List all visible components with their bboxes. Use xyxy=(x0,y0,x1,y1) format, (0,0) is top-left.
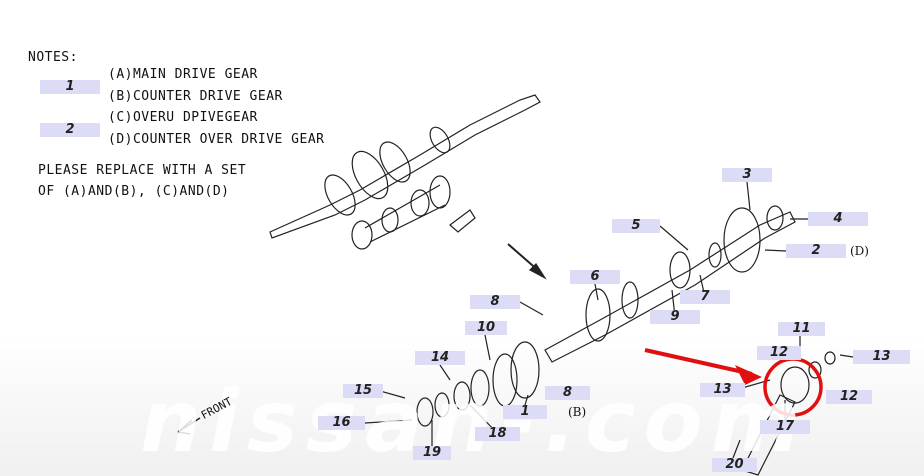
callout-17[interactable]: 17 xyxy=(760,420,810,434)
note-1b: (B)COUNTER DRIVE GEAR xyxy=(108,89,283,104)
watermark: nissan-.com xyxy=(140,372,809,472)
note-label-1: 1 xyxy=(40,80,100,94)
note-1a: (A)MAIN DRIVE GEAR xyxy=(108,67,258,82)
callout-13[interactable]: 13 xyxy=(853,350,910,364)
callout-7[interactable]: 7 xyxy=(680,290,730,304)
callout-2-suffix: (D) xyxy=(850,244,869,258)
callout-16[interactable]: 16 xyxy=(318,416,365,430)
callout-9[interactable]: 9 xyxy=(650,310,700,324)
callout-14[interactable]: 14 xyxy=(415,351,465,365)
main-shaft xyxy=(269,94,541,239)
notes-heading: NOTES: xyxy=(28,50,78,65)
callout-6[interactable]: 6 xyxy=(570,270,620,284)
callout-13-left[interactable]: 13 xyxy=(700,383,745,397)
callout-12[interactable]: 12 xyxy=(757,346,801,360)
callout-3[interactable]: 3 xyxy=(722,168,772,182)
note-instruction-1: PLEASE REPLACE WITH A SET xyxy=(38,163,247,178)
note-instruction-2: OF (A)AND(B), (C)AND(D) xyxy=(38,184,230,199)
callout-18[interactable]: 18 xyxy=(475,427,520,441)
callout-19[interactable]: 19 xyxy=(413,446,451,460)
callout-10[interactable]: 10 xyxy=(465,321,507,335)
counter-shaft xyxy=(544,211,796,363)
note-label-2: 2 xyxy=(40,123,100,137)
note-2d: (D)COUNTER OVER DRIVE GEAR xyxy=(108,132,325,147)
callout-1[interactable]: 1 xyxy=(503,405,547,419)
callout-4[interactable]: 4 xyxy=(808,212,868,226)
callout-8-lower[interactable]: 8 xyxy=(545,386,590,400)
callout-1-suffix: (B) xyxy=(568,405,587,419)
callout-15[interactable]: 15 xyxy=(343,384,383,398)
callout-2[interactable]: 2 xyxy=(786,244,846,258)
note-2c: (C)OVERU DPIVEGEAR xyxy=(108,110,258,125)
callout-8[interactable]: 8 xyxy=(470,295,520,309)
callout-5[interactable]: 5 xyxy=(612,219,660,233)
callout-11[interactable]: 11 xyxy=(778,322,825,336)
callout-12-right[interactable]: 12 xyxy=(826,390,872,404)
callout-20[interactable]: 20 xyxy=(712,458,757,472)
